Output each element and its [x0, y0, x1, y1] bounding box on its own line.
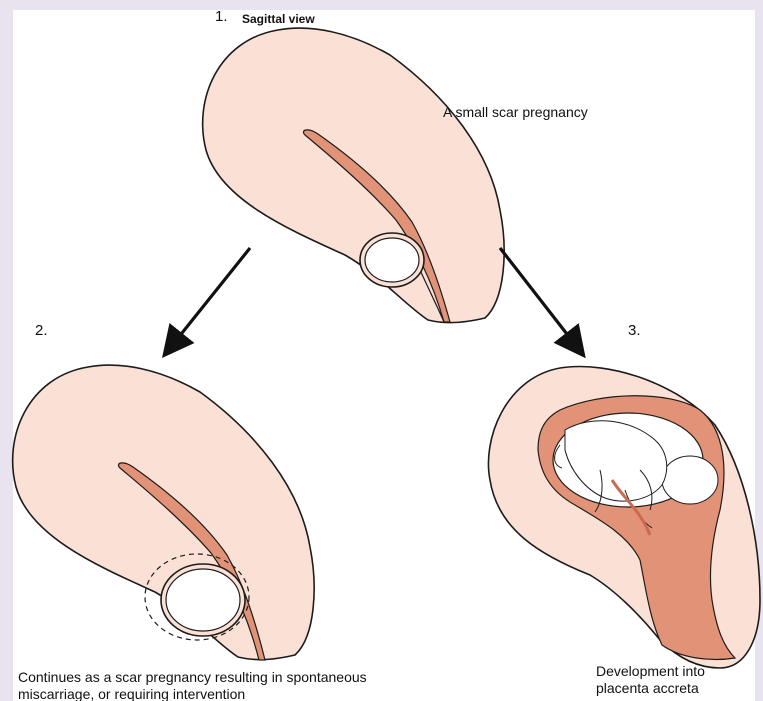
panel-1-title: Sagittal view	[242, 11, 315, 28]
uterus-sagittal-1	[203, 28, 504, 323]
uterus-sagittal-3	[488, 367, 760, 668]
panel-3-caption-line-1: Development into	[596, 663, 705, 680]
scar-pregnancy-sac-inner-1	[365, 238, 419, 282]
uterus-sagittal-2	[13, 365, 314, 660]
panel-1-number: 1.	[215, 8, 228, 25]
panel-2-caption-line-2: miscarriage, or requiring intervention	[18, 686, 245, 701]
panel-2-caption-line-1: Continues as a scar pregnancy resulting …	[18, 669, 367, 686]
panel-3-caption-line-2: placenta accreta	[596, 680, 699, 697]
scar-pregnancy-sac-inner-2	[166, 569, 240, 631]
arrow-to-panel-3	[500, 248, 570, 338]
uterus-outline-2	[13, 365, 314, 660]
arrow-to-panel-2	[178, 248, 250, 338]
panel-3-number: 3.	[628, 322, 641, 339]
panel-2-number: 2.	[35, 322, 48, 339]
panel-1-caption: A small scar pregnancy	[443, 104, 588, 121]
